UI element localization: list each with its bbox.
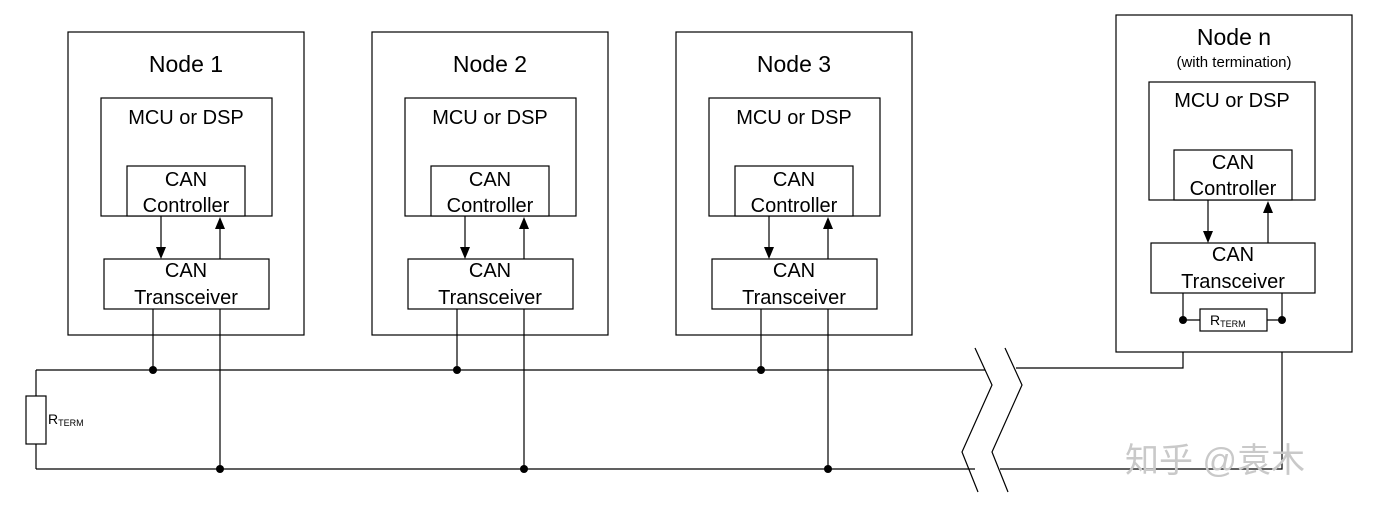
node-1-controller-line2: Controller — [143, 195, 230, 217]
node-2-up-arrow-icon — [519, 217, 529, 229]
bus-break-right — [991, 347, 1023, 493]
node-3-canh-junction — [757, 366, 765, 374]
node-n-transceiver-line1: CAN — [1212, 244, 1254, 266]
node-2-transceiver-box — [407, 258, 574, 310]
node-1-canh-junction — [149, 366, 157, 374]
node-1-mcu-label: MCU or DSP — [128, 107, 244, 129]
left-termination-resistor — [25, 395, 47, 445]
node-3-down-arrow-icon — [764, 247, 774, 259]
node-n-transceiver-line2: Transceiver — [1181, 271, 1285, 293]
node-2: Node 2 MCU or DSP CAN Controller CAN Tra… — [371, 31, 609, 473]
node-3-transceiver-line1: CAN — [773, 260, 815, 282]
node-n-canl-junction — [1278, 316, 1286, 324]
node-n-controller-box — [1173, 149, 1293, 201]
node-3-title: Node 3 — [757, 51, 831, 77]
node-n-down-arrow-icon — [1203, 231, 1213, 243]
node-1: Node 1 MCU or DSP CAN Controller CAN Tra… — [67, 31, 305, 473]
node-1-down-arrow-icon — [156, 247, 166, 259]
node-n-up-arrow-icon — [1263, 201, 1273, 213]
left-rterm-label: RTERM — [48, 411, 84, 428]
node-2-controller-box — [430, 165, 550, 217]
node-2-controller-line2: Controller — [447, 195, 534, 217]
node-3-transceiver-line2: Transceiver — [742, 287, 846, 309]
node-2-mcu-label: MCU or DSP — [432, 107, 548, 129]
node-n-subtitle: (with termination) — [1176, 54, 1291, 71]
node-2-transceiver-line2: Transceiver — [438, 287, 542, 309]
node-3-mcu-label: MCU or DSP — [736, 107, 852, 129]
node-1-up-arrow-icon — [215, 217, 225, 229]
node-1-title: Node 1 — [149, 51, 223, 77]
node-1-transceiver-line1: CAN — [165, 260, 207, 282]
node-n: Node n (with termination) MCU or DSP CAN… — [1115, 14, 1353, 353]
node-2-title: Node 2 — [453, 51, 527, 77]
node-n-termination-resistor — [1199, 308, 1268, 332]
node-2-controller-line1: CAN — [469, 169, 511, 191]
watermark-text: 知乎 @袁木 — [1125, 442, 1305, 480]
node-n-rterm-label: RTERM — [1210, 312, 1246, 329]
node-3-controller-box — [734, 165, 854, 217]
node-n-transceiver-box — [1150, 242, 1316, 294]
node-2-canl-junction — [520, 465, 528, 473]
node-1-controller-line1: CAN — [165, 169, 207, 191]
node-1-canl-junction — [216, 465, 224, 473]
node-2-down-arrow-icon — [460, 247, 470, 259]
can-low-bus-line — [36, 320, 1283, 470]
node-3-canl-junction — [824, 465, 832, 473]
node-n-controller-line1: CAN — [1212, 152, 1254, 174]
node-1-transceiver-box — [103, 258, 270, 310]
node-3-controller-line2: Controller — [751, 195, 838, 217]
node-1-controller-box — [126, 165, 246, 217]
node-3: Node 3 MCU or DSP CAN Controller CAN Tra… — [675, 31, 913, 473]
node-3-controller-line1: CAN — [773, 169, 815, 191]
node-n-canh-junction — [1179, 316, 1187, 324]
node-n-title: Node n — [1197, 24, 1271, 50]
node-n-mcu-label: MCU or DSP — [1174, 90, 1290, 112]
node-1-transceiver-line2: Transceiver — [134, 287, 238, 309]
node-3-transceiver-box — [711, 258, 878, 310]
node-2-transceiver-line1: CAN — [469, 260, 511, 282]
bus-break-left — [961, 347, 993, 493]
node-2-canh-junction — [453, 366, 461, 374]
node-n-controller-line2: Controller — [1190, 178, 1277, 200]
node-3-up-arrow-icon — [823, 217, 833, 229]
